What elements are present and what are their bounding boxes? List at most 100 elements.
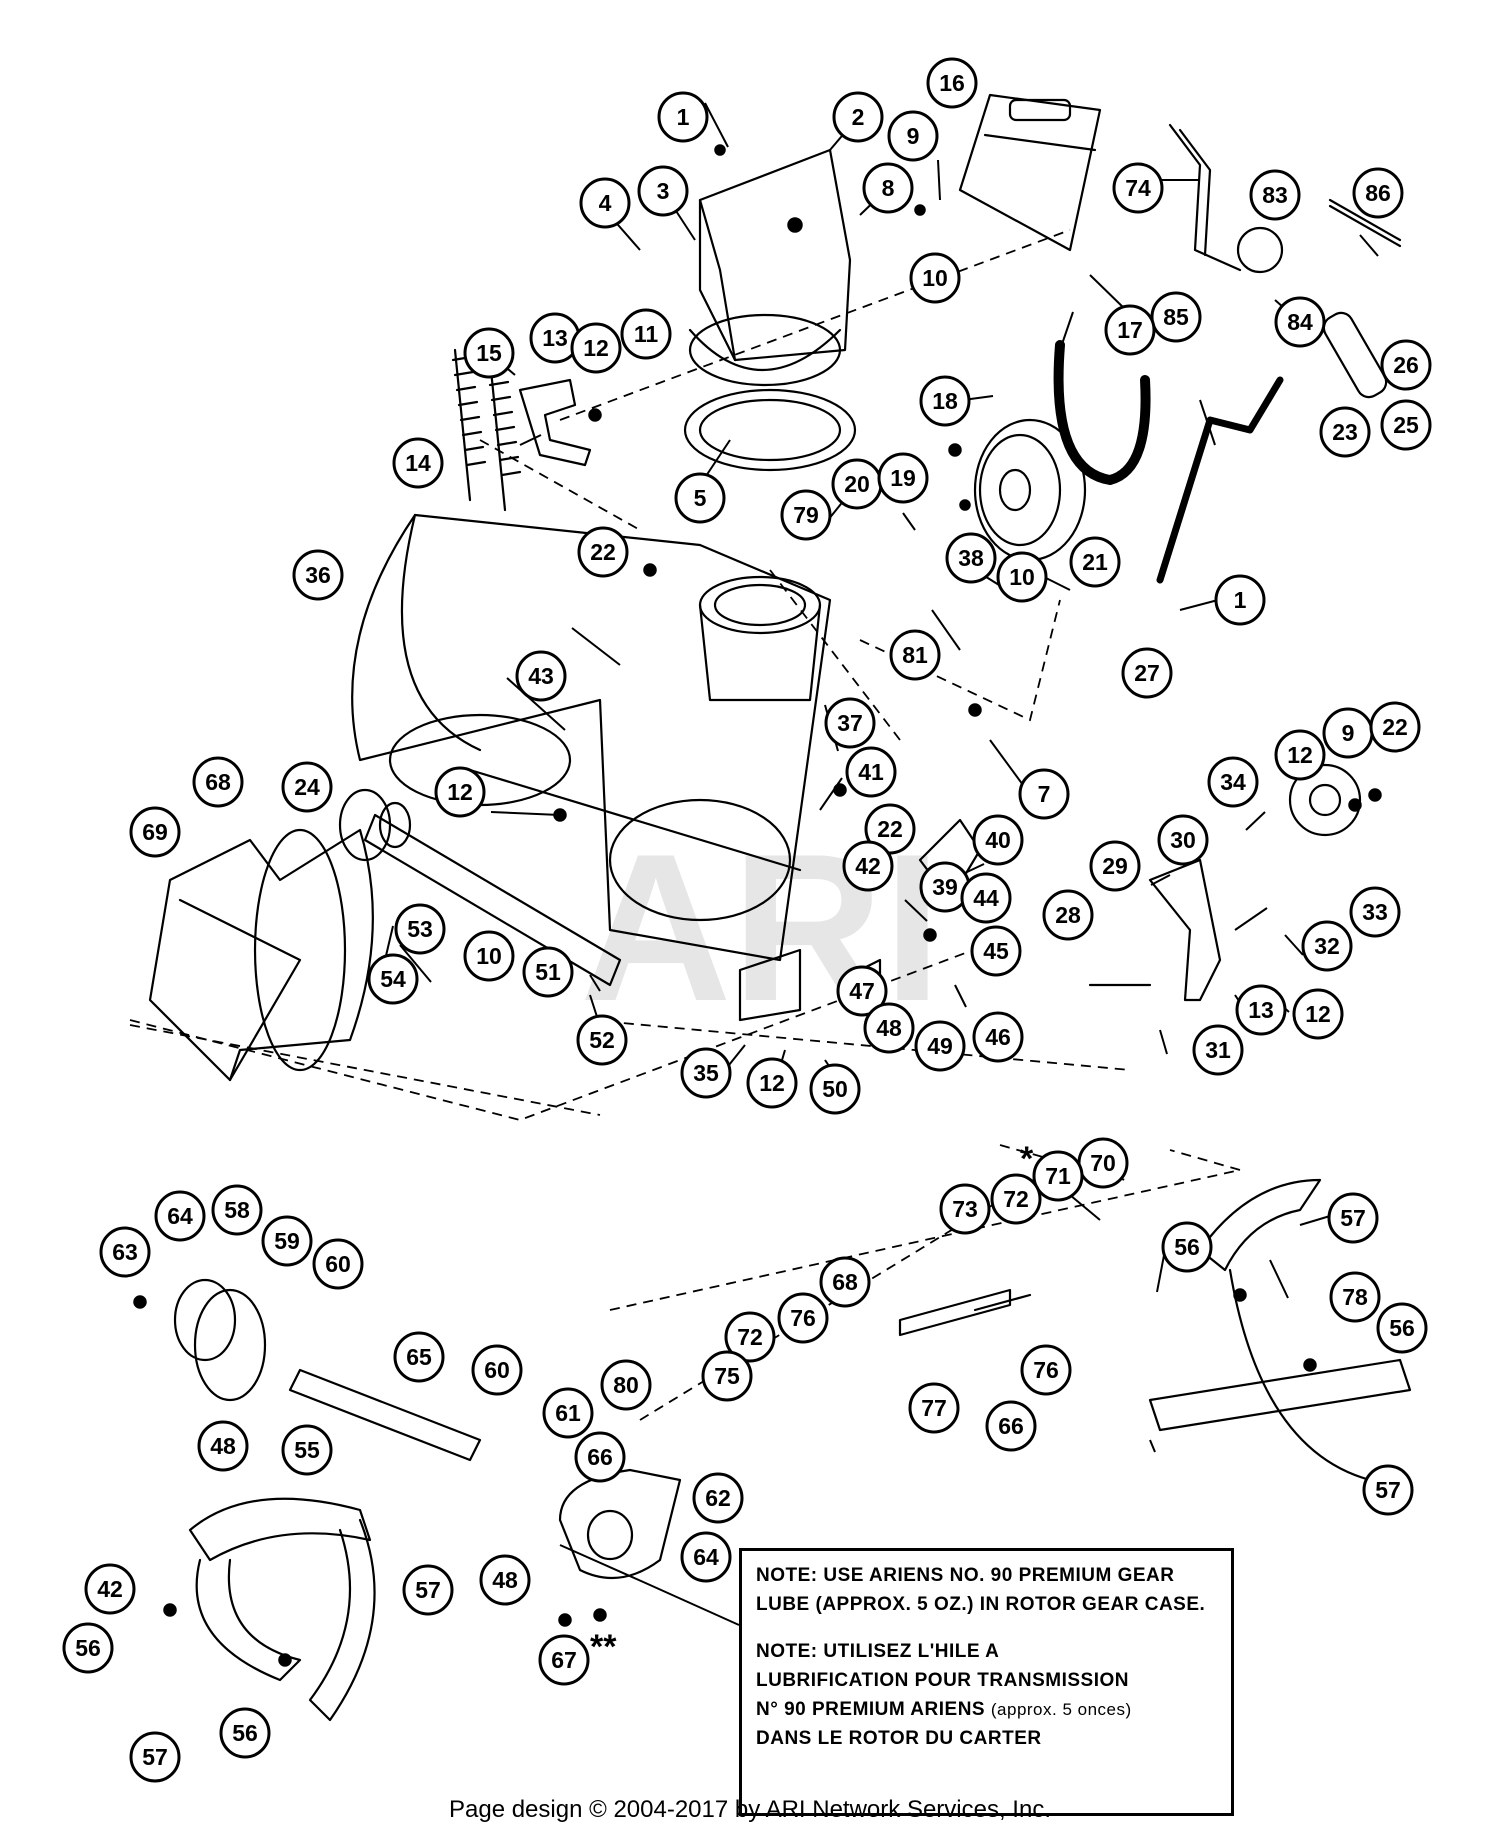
- callout-70: 70: [1077, 1137, 1129, 1189]
- svg-text:27: 27: [1134, 660, 1160, 686]
- svg-text:18: 18: [932, 388, 958, 414]
- callout-44: 44: [960, 872, 1012, 924]
- callout-48: 48: [479, 1554, 531, 1606]
- callout-27: 27: [1121, 647, 1173, 699]
- svg-text:76: 76: [790, 1305, 816, 1331]
- callout-68: 68: [192, 756, 244, 808]
- svg-text:63: 63: [112, 1239, 138, 1265]
- svg-text:12: 12: [447, 779, 473, 805]
- callout-21: 21: [1069, 536, 1121, 588]
- svg-text:1: 1: [1234, 587, 1247, 613]
- svg-text:84: 84: [1287, 309, 1313, 335]
- svg-text:81: 81: [902, 642, 928, 668]
- svg-text:59: 59: [274, 1228, 300, 1254]
- svg-text:12: 12: [759, 1070, 785, 1096]
- callout-56: 56: [219, 1707, 271, 1759]
- callout-71: 71: [1032, 1150, 1084, 1202]
- callout-12: 12: [434, 766, 486, 818]
- svg-text:50: 50: [822, 1076, 848, 1102]
- callout-28: 28: [1042, 889, 1094, 941]
- svg-text:76: 76: [1033, 1357, 1059, 1383]
- callout-57: 57: [1362, 1464, 1414, 1516]
- callout-33: 33: [1349, 886, 1401, 938]
- callout-14: 14: [392, 437, 444, 489]
- callout-55: 55: [281, 1424, 333, 1476]
- callout-9: 9: [1322, 707, 1374, 759]
- callout-1: 1: [1214, 574, 1266, 626]
- callout-62: 62: [692, 1472, 744, 1524]
- double-asterisk-mark: **: [590, 1628, 617, 1666]
- svg-text:85: 85: [1163, 304, 1189, 330]
- callout-2: 2: [832, 91, 884, 143]
- svg-text:31: 31: [1205, 1037, 1231, 1063]
- callout-11: 11: [620, 308, 672, 360]
- chute-deflector: [958, 93, 1102, 252]
- lubrication-note-box: NOTE: USE ARIENS NO. 90 PREMIUM GEAR LUB…: [739, 1548, 1234, 1816]
- svg-text:77: 77: [921, 1395, 947, 1421]
- callout-50: 50: [809, 1063, 861, 1115]
- svg-text:12: 12: [1305, 1001, 1331, 1027]
- svg-text:33: 33: [1362, 899, 1388, 925]
- svg-text:57: 57: [415, 1577, 441, 1603]
- crank-rod: [1156, 376, 1284, 584]
- callout-13: 13: [1235, 984, 1287, 1036]
- asterisk-mark: *: [1020, 1140, 1034, 1178]
- svg-text:70: 70: [1090, 1150, 1116, 1176]
- svg-text:80: 80: [613, 1372, 639, 1398]
- svg-text:54: 54: [380, 966, 406, 992]
- impeller-pulley: [1288, 763, 1362, 837]
- callout-72: 72: [724, 1311, 776, 1363]
- callout-76: 76: [1020, 1344, 1072, 1396]
- svg-text:57: 57: [1340, 1205, 1366, 1231]
- svg-text:52: 52: [589, 1027, 615, 1053]
- callout-23: 23: [1319, 406, 1371, 458]
- callout-17: 17: [1104, 304, 1156, 356]
- svg-text:10: 10: [1009, 564, 1035, 590]
- rotor-bearing-flange: [173, 1278, 267, 1402]
- svg-text:57: 57: [1375, 1477, 1401, 1503]
- callout-24: 24: [281, 761, 333, 813]
- auger-pulley: [973, 418, 1087, 562]
- svg-text:12: 12: [1287, 742, 1313, 768]
- callout-3: 3: [637, 165, 689, 217]
- callout-26: 26: [1380, 339, 1432, 391]
- callout-38: 38: [945, 532, 997, 584]
- callout-69: 69: [129, 806, 181, 858]
- svg-text:30: 30: [1170, 827, 1196, 853]
- callout-56: 56: [1376, 1302, 1428, 1354]
- callout-48: 48: [863, 1002, 915, 1054]
- callout-77: 77: [908, 1382, 960, 1434]
- callout-46: 46: [972, 1011, 1024, 1063]
- svg-text:20: 20: [844, 471, 870, 497]
- shave-plate: [363, 813, 622, 987]
- callout-39: 39: [919, 861, 971, 913]
- note-line-4: LUBRIFICATION POUR TRANSMISSION: [756, 1670, 1129, 1691]
- callout-67: 67: [538, 1634, 590, 1686]
- callout-40: 40: [972, 814, 1024, 866]
- bracket: [518, 378, 592, 467]
- svg-text:24: 24: [294, 774, 320, 800]
- callout-63: 63: [99, 1226, 151, 1278]
- callout-86: 86: [1352, 167, 1404, 219]
- callout-5: 5: [674, 472, 726, 524]
- svg-text:10: 10: [922, 265, 948, 291]
- svg-text:42: 42: [855, 853, 881, 879]
- callout-41: 41: [845, 746, 897, 798]
- svg-text:25: 25: [1393, 412, 1419, 438]
- callout-73: 73: [939, 1183, 991, 1235]
- idler-bracket: [1148, 858, 1222, 1002]
- callout-60: 60: [312, 1238, 364, 1290]
- callout-54: 54: [367, 953, 419, 1005]
- callout-49: 49: [914, 1020, 966, 1072]
- svg-text:16: 16: [939, 70, 965, 96]
- svg-text:40: 40: [985, 827, 1011, 853]
- svg-text:22: 22: [590, 539, 616, 565]
- svg-text:49: 49: [927, 1033, 953, 1059]
- callout-56: 56: [62, 1622, 114, 1674]
- callout-57: 57: [402, 1564, 454, 1616]
- svg-text:36: 36: [305, 562, 331, 588]
- svg-text:43: 43: [528, 663, 554, 689]
- svg-text:9: 9: [1342, 720, 1355, 746]
- callout-25: 25: [1380, 399, 1432, 451]
- callout-65: 65: [393, 1331, 445, 1383]
